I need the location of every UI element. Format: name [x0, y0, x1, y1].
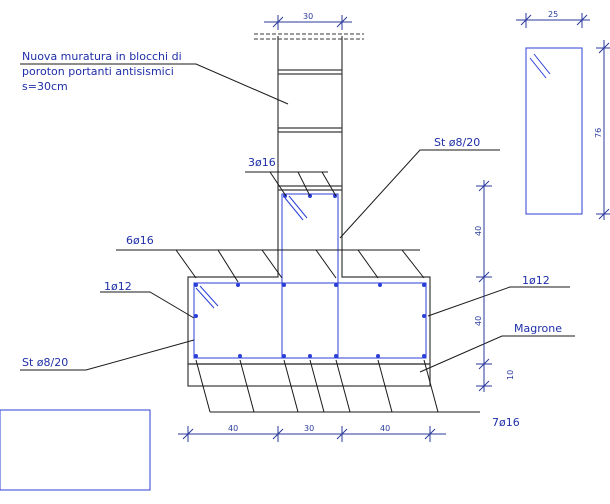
masonry-label-line2: poroton portanti antisismici [22, 65, 174, 78]
masonry-label-line1: Nuova muratura in blocchi di [22, 50, 182, 63]
left-bar-label: 1ø12 [104, 280, 132, 293]
dim-bottom-mid: 30 [304, 424, 314, 433]
masonry-wall [277, 36, 343, 191]
bottom-stirrup-label: St ø8/20 [22, 356, 68, 369]
masonry-label-line3: s=30cm [22, 80, 68, 93]
top-stirrup-label: St ø8/20 [434, 136, 480, 149]
dim-wall-width: 30 [303, 12, 313, 21]
dimension-lines [178, 15, 492, 442]
dim-block-height: 76 [594, 128, 603, 138]
dim-height-magrone: 10 [506, 370, 515, 380]
mid-rebar-label: 6ø16 [126, 234, 154, 247]
block-detail [516, 13, 610, 220]
rebar-cage [193, 193, 427, 359]
leader-lines [20, 63, 575, 413]
top-rebar-label: 3ø16 [248, 156, 276, 169]
foundation-outline [187, 190, 431, 387]
rebar-bars [194, 194, 426, 358]
magrone-label: Magrone [514, 322, 562, 335]
empty-frame [0, 409, 151, 491]
dim-bottom-left: 40 [228, 424, 238, 433]
dim-height-lower: 40 [474, 316, 483, 326]
dim-bottom-right: 40 [380, 424, 390, 433]
bottom-rebar-label: 7ø16 [492, 416, 520, 429]
dim-height-upper: 40 [474, 226, 483, 236]
right-bar-label: 1ø12 [522, 274, 550, 287]
dim-block-width: 25 [548, 10, 558, 19]
break-line [254, 33, 364, 40]
